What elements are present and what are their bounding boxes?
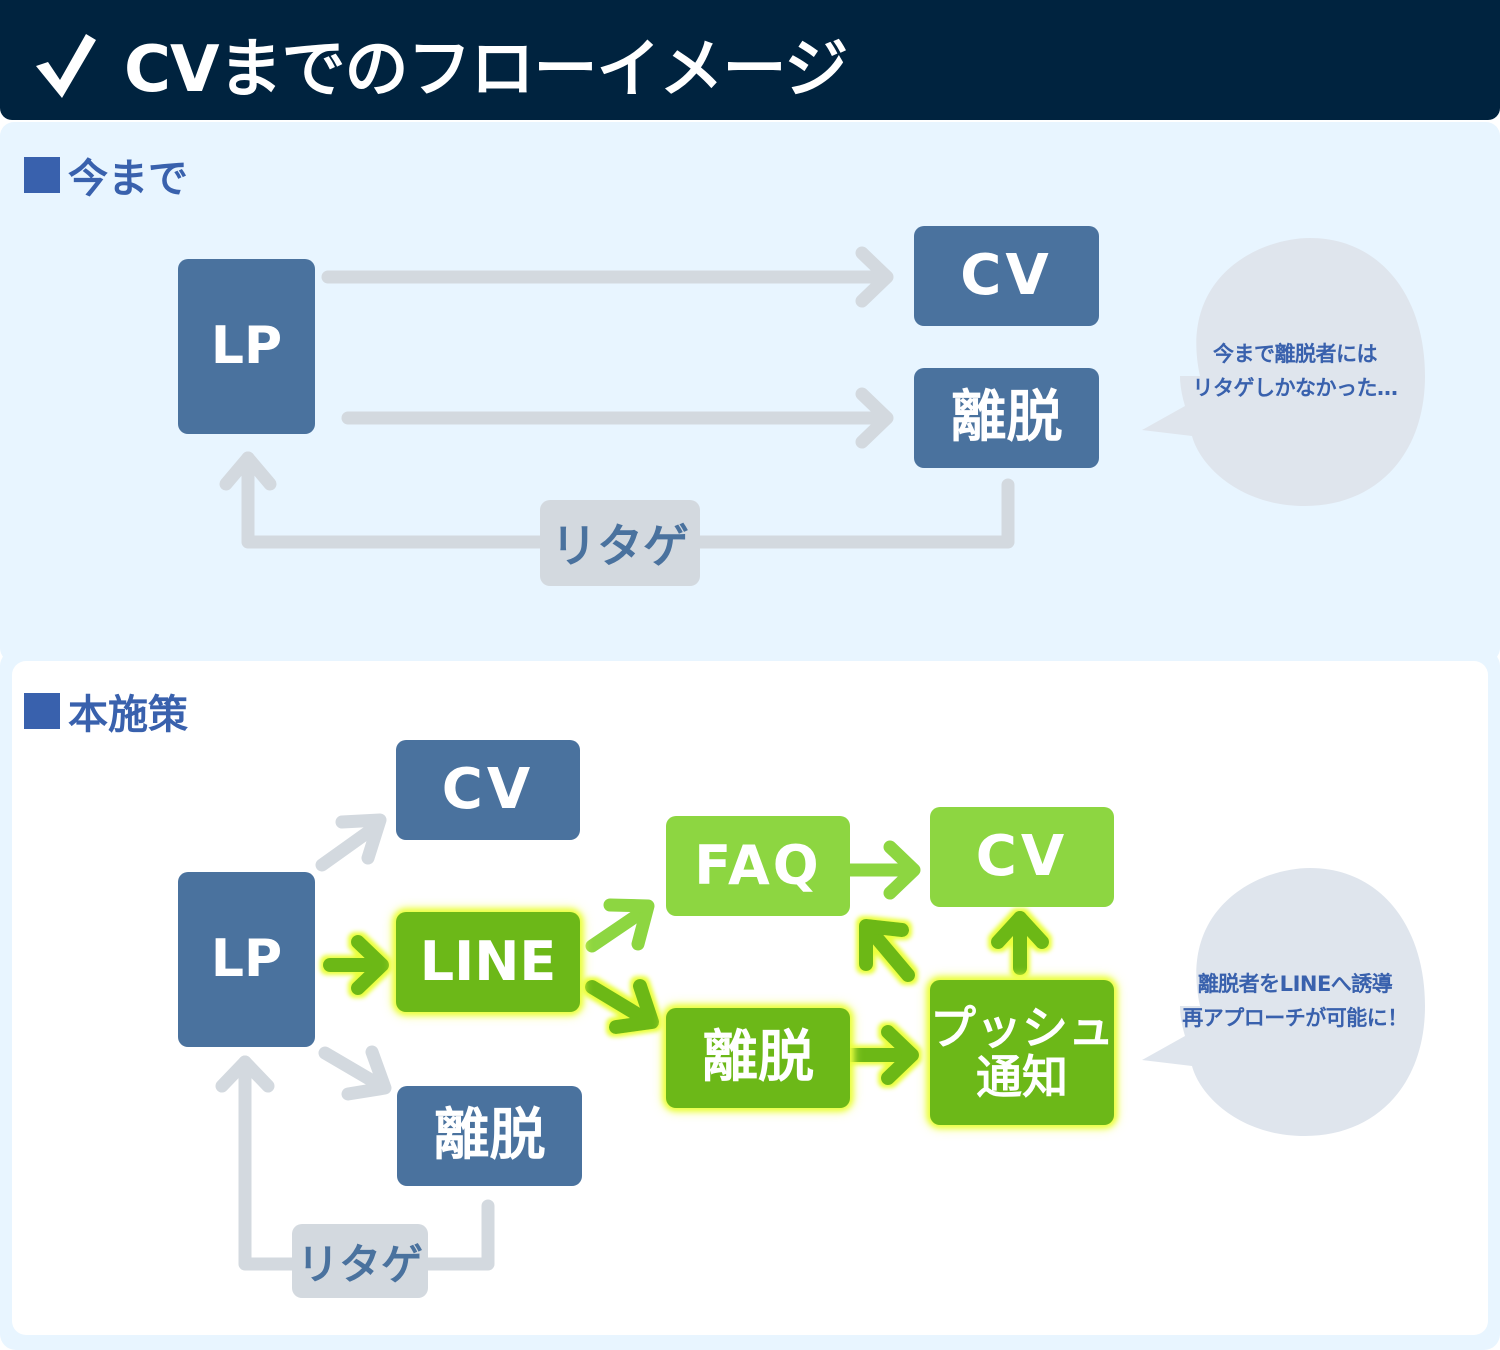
before-retarget-tag: リタゲ: [540, 500, 700, 586]
header-bar: CVまでのフローイメージ: [0, 0, 1500, 120]
arrow-lp-to-line: [323, 935, 389, 995]
after-retarget-label: リタゲ: [296, 1239, 423, 1289]
before-node-cv-label: CV: [960, 242, 1053, 308]
arrow-faq-to-cv: [835, 840, 921, 900]
before-node-lp: LP: [178, 259, 315, 434]
after-node-line-exit: 離脱: [666, 1008, 850, 1108]
after-bubble-line2: 再アプローチが可能に！: [1182, 1006, 1408, 1030]
after-node-lp-label: LP: [210, 929, 283, 990]
checkmark-icon: [36, 34, 96, 98]
before-node-lp-label: LP: [210, 316, 283, 377]
after-node-line-label: LINE: [419, 929, 557, 993]
arrow-lp-to-cv: [321, 246, 894, 308]
after-node-line-cv: CV: [930, 807, 1114, 907]
before-node-exit: 離脱: [914, 368, 1099, 468]
arrow-push-to-faq: [859, 919, 915, 982]
after-retarget-tag: リタゲ: [292, 1224, 428, 1298]
page-title-text: CVまでのフローイメージ: [124, 33, 848, 107]
before-heading: 今まで: [24, 146, 188, 204]
arrow-line-to-faq: [585, 898, 655, 953]
before-bubble-line2: リタゲしかなかった…: [1192, 376, 1399, 400]
arrow-push-to-cv: [991, 911, 1049, 975]
arrow-line-to-exit: [585, 979, 659, 1034]
after-node-line: LINE: [396, 912, 580, 1012]
square-bullet-icon: [24, 157, 60, 193]
after-node-lp: LP: [178, 872, 315, 1047]
after-heading: 本施策: [24, 682, 188, 740]
before-heading-text: 今まで: [68, 156, 188, 202]
after-node-cv-label: CV: [441, 756, 535, 822]
after-node-faq-label: FAQ: [694, 833, 822, 897]
after-node-line-exit-label: 離脱: [702, 1024, 814, 1090]
arrow-lp-to-exit-gray: [318, 1045, 392, 1101]
page-title: CVまでのフローイメージ: [30, 18, 848, 110]
arrow-lp-to-cv-gray: [315, 813, 387, 872]
before-node-cv: CV: [914, 226, 1099, 326]
speech-bubble-shape: [1142, 868, 1425, 1136]
after-bubble-line1: 離脱者をLINEへ誘導: [1197, 972, 1393, 997]
after-speech-bubble: 離脱者をLINEへ誘導 再アプローチが可能に！: [1140, 866, 1430, 1138]
after-node-push: プッシュ 通知: [930, 980, 1114, 1125]
before-retarget-label: リタゲ: [551, 519, 689, 573]
after-node-push-label-line2: 通知: [976, 1049, 1068, 1104]
before-bubble-line1: 今まで離脱者には: [1213, 342, 1378, 367]
arrow-exit-to-push: [833, 1025, 919, 1085]
speech-bubble-shape: [1142, 238, 1425, 506]
after-node-exit: 離脱: [397, 1086, 582, 1186]
before-node-exit-label: 離脱: [950, 384, 1063, 450]
after-node-faq: FAQ: [666, 816, 850, 916]
before-speech-bubble: 今まで離脱者には リタゲしかなかった…: [1140, 236, 1430, 508]
after-node-cv: CV: [396, 740, 580, 840]
after-heading-text: 本施策: [68, 692, 188, 738]
arrow-lp-to-exit: [341, 387, 894, 449]
after-node-line-cv-label: CV: [975, 823, 1069, 889]
after-node-push-label-line1: プッシュ: [930, 1001, 1114, 1056]
square-bullet-icon: [24, 693, 60, 729]
after-node-exit-label: 離脱: [433, 1102, 546, 1168]
